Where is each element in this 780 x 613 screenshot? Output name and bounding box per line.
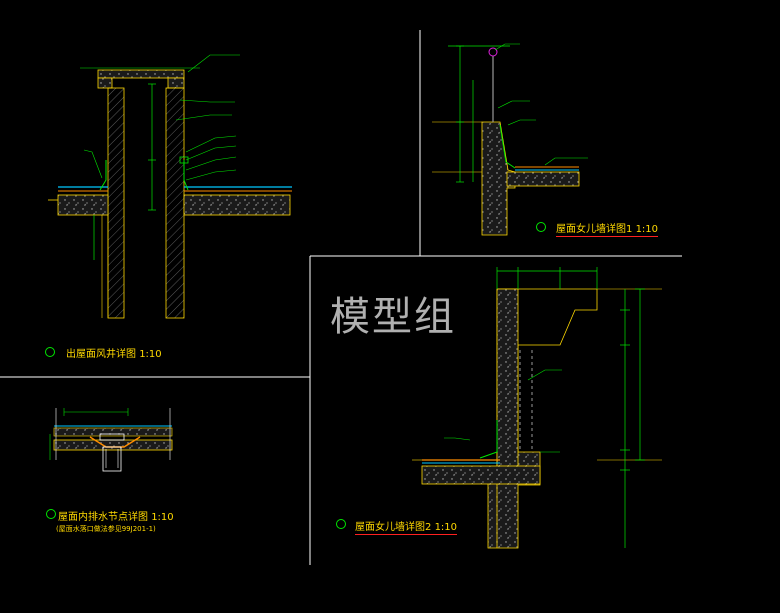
detail-title-text: 屋面内排水节点详图	[58, 512, 148, 523]
detail-title-roof-drain: 屋面内排水节点详图 1:10	[58, 508, 174, 523]
detail-title-parapet-2: 屋面女儿墙详图2 1:10	[355, 518, 458, 535]
parapet-detail-1	[432, 43, 588, 236]
title-underline	[355, 534, 458, 535]
detail-scale-text: 1:10	[151, 512, 174, 523]
parapet-detail-2	[412, 267, 662, 549]
detail-marker-icon	[46, 509, 56, 519]
sheet-frame	[0, 30, 682, 565]
detail-scale-text: 1:10	[434, 522, 458, 533]
detail-marker-icon	[45, 347, 55, 357]
detail-scale-text: 1:10	[139, 349, 162, 360]
watermark-text: 模型组	[330, 294, 456, 340]
title-underline	[556, 236, 659, 237]
detail-title-text: 出屋面风井详图	[66, 349, 136, 360]
detail-marker-icon	[536, 222, 546, 232]
detail-title-text: 屋面女儿墙详图1	[556, 224, 633, 235]
detail-title-parapet-1: 屋面女儿墙详图1 1:10	[556, 220, 659, 237]
detail-title-vent-shaft: 出屋面风井详图 1:10	[66, 345, 162, 360]
detail-scale-text: 1:10	[635, 224, 659, 235]
vent-shaft-detail	[48, 54, 292, 319]
detail-note-text: (屋面水落口做法参见99J201-1)	[56, 525, 156, 533]
detail-title-text: 屋面女儿墙详图2	[355, 522, 432, 533]
detail-marker-icon	[336, 519, 346, 529]
roof-drain-detail	[49, 408, 173, 472]
